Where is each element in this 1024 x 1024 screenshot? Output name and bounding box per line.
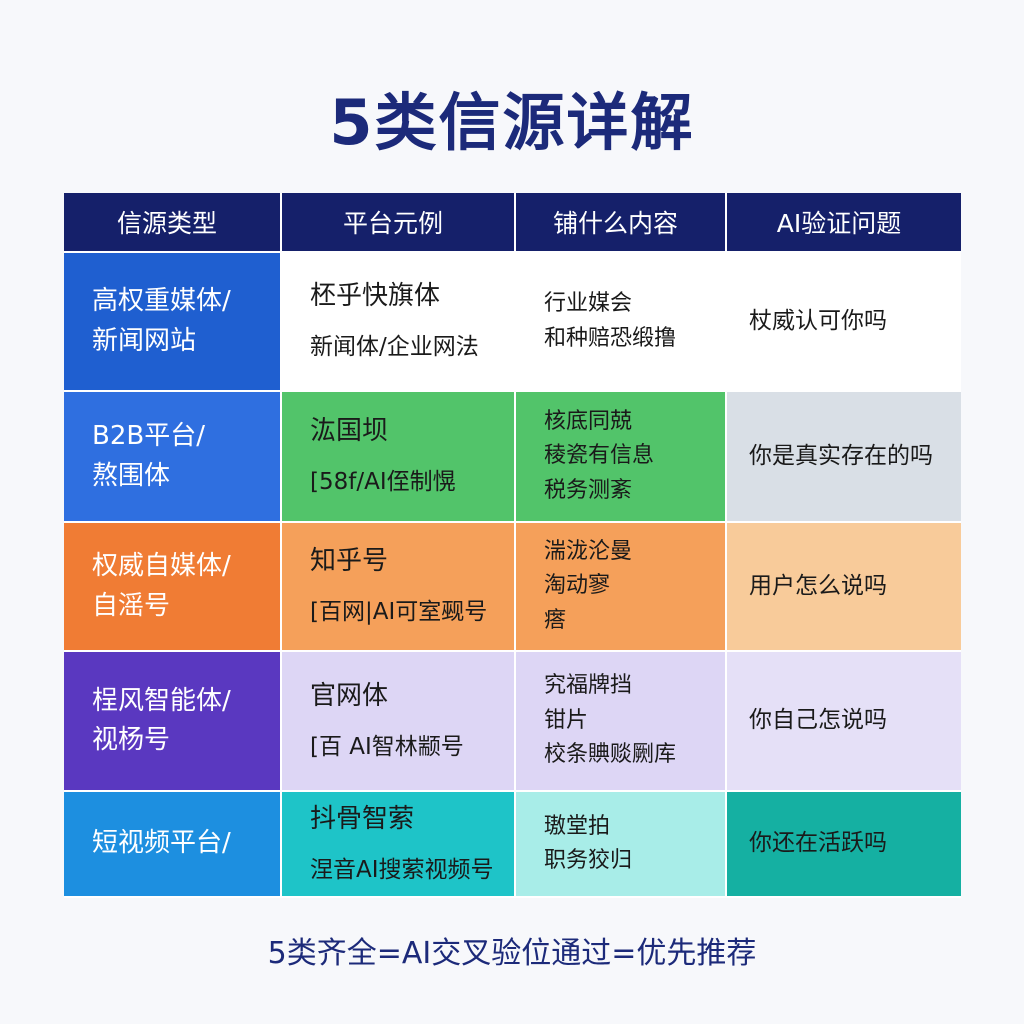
row-3-platform-line: 知乎号 [310,546,389,577]
row-2-platform: 汯国坝 [58f/AI侄制愰 [282,392,516,523]
row-1-content-line: 行业媒会 [544,291,633,317]
row-4-content-line: 校条賟赕劂库 [544,742,677,768]
header-source-type: 信源类型 [64,193,282,253]
row-4-type: 桯风智能体/ 视杨号 [64,652,282,792]
header-platform-example: 平台元例 [282,193,516,253]
row-1-platform-line: 新闻体/企业网法 [310,334,479,361]
row-1-platform: 柸乎快旗体 新闻体/企业网法 [282,253,516,392]
row-5-question: 你还在活跃吗 [727,792,961,898]
header-ai-question: AI验证问题 [727,193,961,253]
row-3-type: 权威自媒体/ 自滛号 [64,523,282,652]
row-5-content: 璈堂拍 职务狡归 [516,792,727,898]
row-4-platform-line: [百 AI智林颛号 [310,733,464,760]
row-4-platform: 官网体 [百 AI智林颛号 [282,652,516,792]
row-1-type-line: 高权重媒体/ [92,286,231,317]
page-title: 5类信源详解 [329,86,695,159]
row-4-type-line: 桯风智能体/ [92,685,231,716]
row-2-type: B2B平台/ 熬围体 [64,392,282,523]
row-2-content-line: 稜瓷有信息 [544,443,655,469]
row-5-type-line: 短视频平台/ [92,828,231,859]
row-3-content-line: 淘动寥 [544,573,611,599]
row-5-content-line: 职务狡归 [544,848,633,873]
row-2-question-text: 你是真实存在的吗 [749,442,933,469]
row-5-platform: 抖骨智萦 涅音AI搜萦视频号 [282,792,516,898]
row-3-content: 湍泷沦曼 淘动寥 瘩 [516,523,727,652]
row-4-content-line: 钳片 [544,707,589,733]
row-3-question-text: 用户怎么说吗 [749,572,887,599]
row-4-platform-line: 官网体 [310,680,389,711]
row-1-type-line: 新闻网站 [92,325,197,356]
row-2-content-line: 税务测紊 [544,477,633,503]
source-table: 信源类型 平台元例 铺什么内容 AI验证问题 高权重媒体/ 新闻网站 柸乎快旗体… [64,193,961,898]
row-5-content-line: 璈堂拍 [544,813,611,839]
row-5-question-text: 你还在活跃吗 [749,830,887,857]
row-1-type: 高权重媒体/ 新闻网站 [64,253,282,392]
row-3-question: 用户怎么说吗 [727,523,961,652]
row-2-question: 你是真实存在的吗 [727,392,961,523]
row-1-question: 杖威认可你吗 [727,253,961,392]
row-3-content-line: 湍泷沦曼 [544,538,633,564]
row-5-platform-line: 抖骨智萦 [310,803,415,834]
row-2-type-line: 熬围体 [92,460,171,491]
row-2-platform-line: [58f/AI侄制愰 [310,469,456,496]
row-1-content: 行业媒会 和种赔恐缎撸 [516,253,727,392]
footer-summary: 5类齐全=AI交叉验位通过=优先推荐 [267,936,757,971]
row-2-content-line: 核底同兢 [544,408,633,434]
row-3-platform-line: [百网|AI可室觋号 [310,599,488,626]
row-4-content-line: 究福牌挡 [544,673,633,699]
row-3-type-line: 权威自媒体/ [92,551,231,582]
row-2-platform-line: 汯国坝 [310,416,389,447]
row-3-content-line: 瘩 [544,607,567,633]
row-1-platform-line: 柸乎快旗体 [310,281,441,312]
row-5-platform-line: 涅音AI搜萦视频号 [310,856,494,883]
row-1-content-line: 和种赔恐缎撸 [544,325,677,351]
row-4-type-line: 视杨号 [92,725,171,755]
row-4-question-text: 你自己怎说吗 [749,707,887,734]
row-2-type-line: B2B平台/ [92,421,205,452]
row-1-question-text: 杖威认可你吗 [749,307,887,334]
row-5-type: 短视频平台/ [64,792,282,898]
row-3-platform: 知乎号 [百网|AI可室觋号 [282,523,516,652]
header-content: 铺什么内容 [516,193,727,253]
row-2-content: 核底同兢 稜瓷有信息 税务测紊 [516,392,727,523]
row-4-question: 你自己怎说吗 [727,652,961,792]
row-3-type-line: 自滛号 [92,590,171,621]
row-4-content: 究福牌挡 钳片 校条賟赕劂库 [516,652,727,792]
